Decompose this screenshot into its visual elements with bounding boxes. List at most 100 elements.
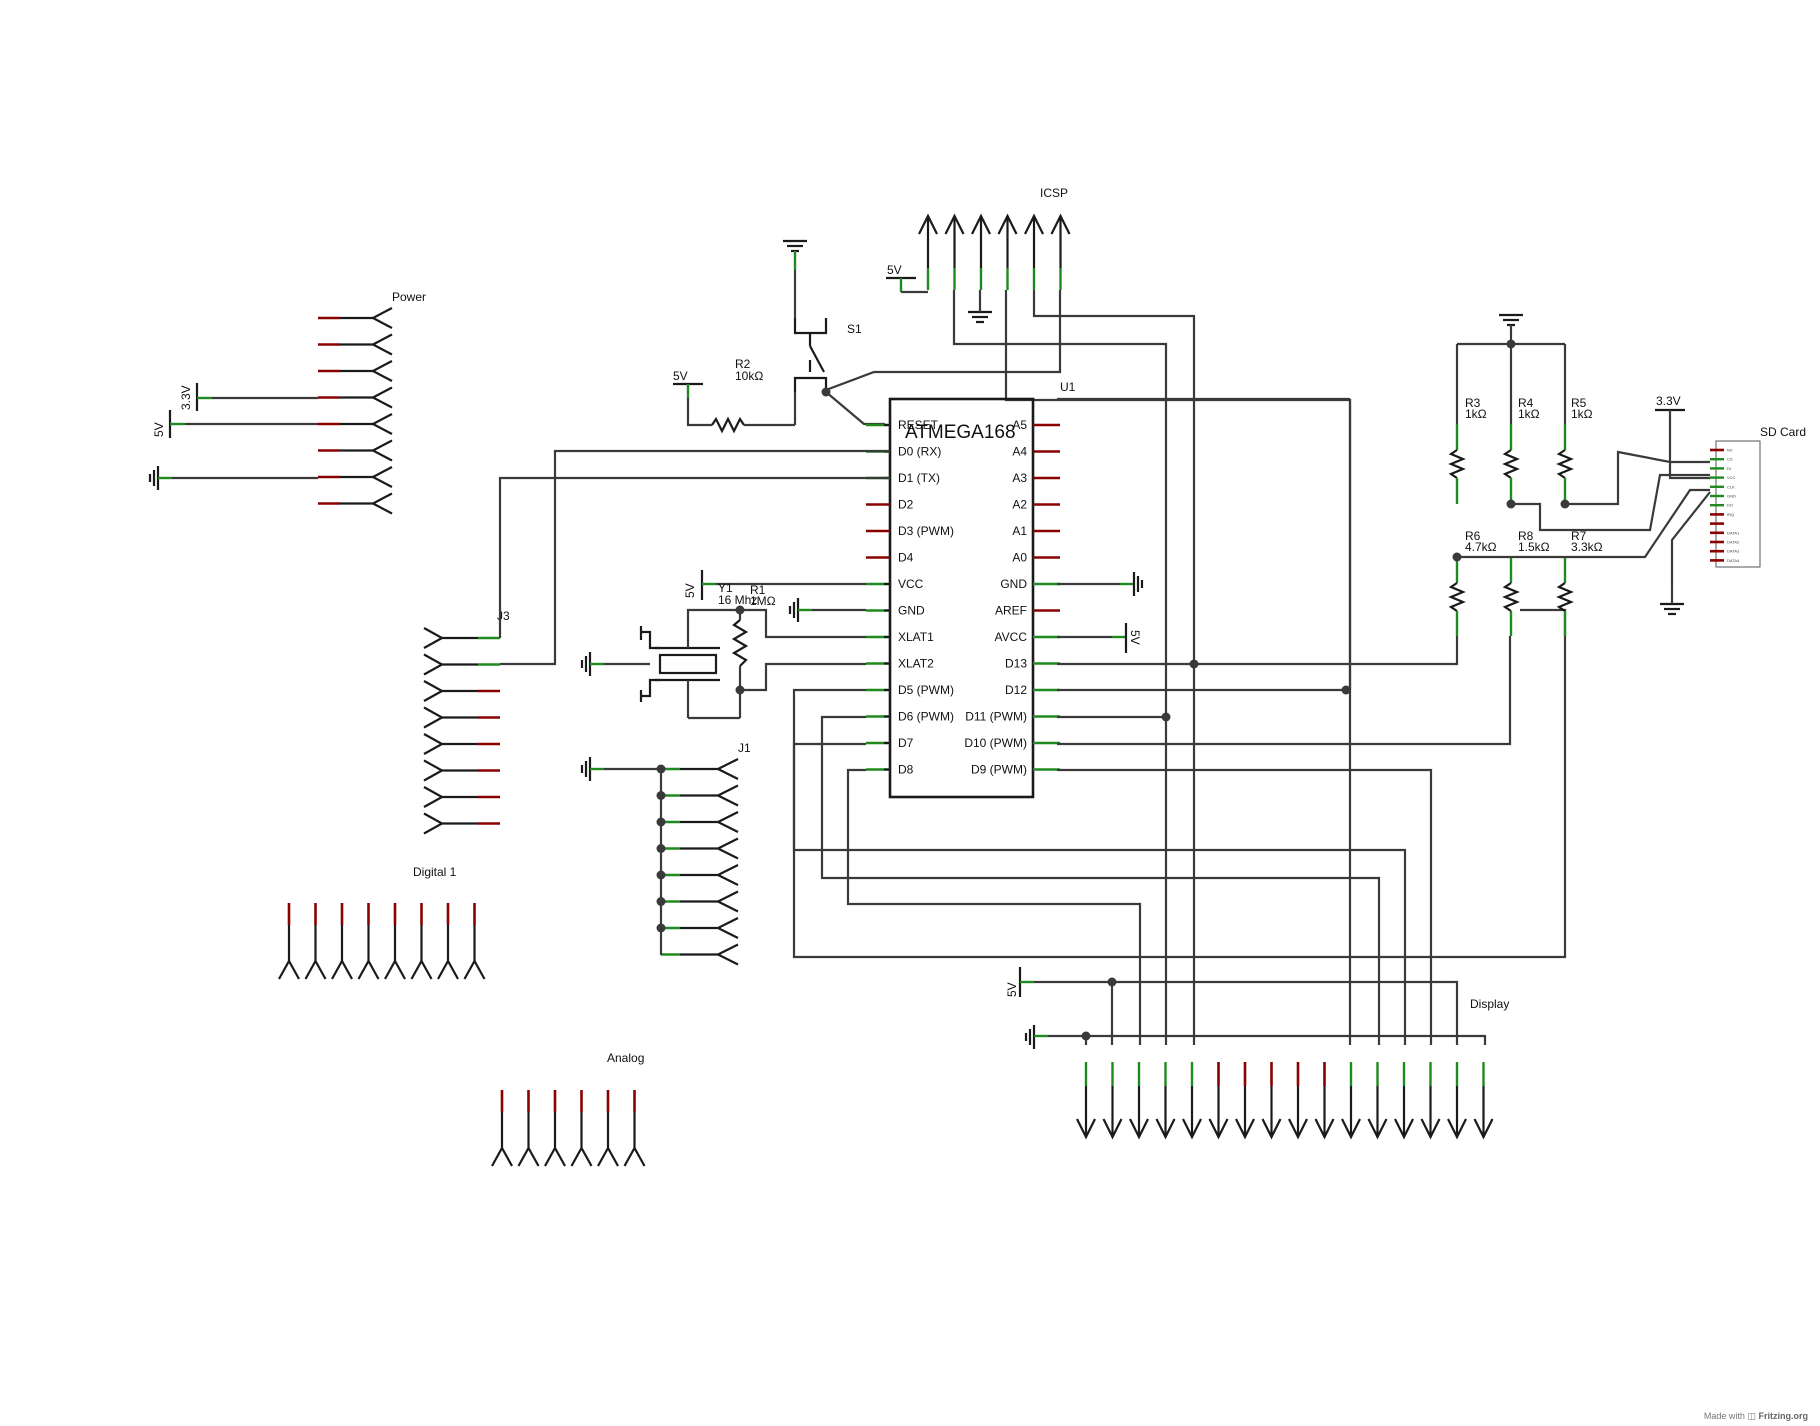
resistor-r2: R2 10kΩ 5V xyxy=(673,357,797,434)
icsp-pin xyxy=(918,213,938,290)
j1-pin xyxy=(656,758,739,780)
r6-value: 4.7kΩ xyxy=(1465,540,1497,554)
sd-pin: DI xyxy=(1710,466,1731,471)
sd-pin: DATA1 xyxy=(1710,530,1740,535)
icsp-pin xyxy=(1024,213,1044,290)
sd-pin: DATA4 xyxy=(1710,558,1740,563)
ground-icon xyxy=(968,310,992,324)
sd-pin-label: DATA1 xyxy=(1727,530,1740,535)
display-pin xyxy=(1314,1062,1335,1140)
fritzing-brand[interactable]: Fritzing.org xyxy=(1758,1411,1809,1421)
chip-pin-label: D7 xyxy=(898,736,914,750)
analog-pins xyxy=(491,1090,646,1167)
r5-value: 1kΩ xyxy=(1571,407,1593,421)
r7-value: 3.3kΩ xyxy=(1571,540,1603,554)
supply-5v-label: 5V xyxy=(152,422,166,437)
power-label: Power xyxy=(392,290,426,304)
r2-label: R2 xyxy=(735,357,751,371)
chip-pin-right: D9 (PWM) xyxy=(971,763,1060,777)
sd-pin-label: CLK xyxy=(1727,484,1735,489)
power-pin xyxy=(318,466,393,488)
j1-pin xyxy=(656,864,739,886)
chip-pin-label: D1 (TX) xyxy=(898,471,940,485)
display-pin xyxy=(1394,1062,1414,1140)
chip-pin-right: A2 xyxy=(1012,498,1060,512)
resistor-body xyxy=(1556,557,1574,636)
power-header: Power 3.3V 5V xyxy=(148,290,426,515)
chip-pin-right: D11 (PWM) xyxy=(965,710,1060,724)
chip-pin-left: XLAT1 xyxy=(866,630,934,644)
reset-switch-s1: S1 xyxy=(783,239,885,426)
power-pin xyxy=(318,439,393,462)
chip-pin-label: D4 xyxy=(898,551,914,565)
r8-value: 1.5kΩ xyxy=(1518,540,1550,554)
display-label: Display xyxy=(1470,997,1509,1011)
vcc-5v-label: 5V xyxy=(683,583,697,598)
chip-pin-left: D4 xyxy=(866,551,914,565)
analog-pin xyxy=(597,1090,619,1167)
sd-pin: VCC xyxy=(1710,475,1736,480)
chip-pin-label: A4 xyxy=(1012,445,1027,459)
chip-pin-label: A2 xyxy=(1012,498,1027,512)
digital1-pins xyxy=(278,903,486,980)
r2-5v-label: 5V xyxy=(673,369,688,383)
r6-label: R6 xyxy=(1465,529,1481,543)
sd-pin: DATA3 xyxy=(1710,549,1740,554)
header-analog: Analog xyxy=(491,1051,646,1167)
avcc-5v-label: 5V xyxy=(1128,630,1142,645)
chip-pin-right: A5 xyxy=(1012,418,1060,432)
chip-pin-right: A3 xyxy=(1012,471,1060,485)
chip-pin-label: A3 xyxy=(1012,471,1027,485)
header-digital1: Digital 1 xyxy=(278,865,486,980)
sd-pin-label: NC xyxy=(1727,448,1733,453)
icsp-pin xyxy=(1050,213,1071,290)
chip-pin-right: AREF xyxy=(995,604,1060,618)
chip-pin-left: VCC xyxy=(866,577,924,591)
ground-icon xyxy=(1660,602,1684,616)
chip-pin-label: D8 xyxy=(898,763,914,777)
digital1-pin xyxy=(278,903,300,980)
chip-pin-label: D13 xyxy=(1005,657,1027,671)
resistor-body xyxy=(1556,424,1574,504)
power-pin xyxy=(318,413,393,435)
ground-icon xyxy=(1499,313,1523,327)
chip-pin-label: D0 (RX) xyxy=(898,445,941,459)
chip-pin-label: GND xyxy=(1000,577,1027,591)
j3-pins xyxy=(423,627,500,835)
j3-pin xyxy=(423,706,500,729)
sd-pin-label: IRQ xyxy=(1727,512,1734,517)
chip-pin-right: AVCC xyxy=(995,630,1060,644)
digital1-pin xyxy=(410,903,433,980)
chip-pin-right: D12 xyxy=(1005,683,1060,697)
icsp-label: ICSP xyxy=(1040,186,1068,200)
r3-value: 1kΩ xyxy=(1465,407,1487,421)
footer: Made with ◫ Fritzing.org xyxy=(1704,1411,1808,1422)
j1-pin xyxy=(661,943,739,966)
chip-pin-left: GND xyxy=(866,604,925,618)
made-with-label: Made with xyxy=(1703,1411,1745,1421)
analog-pin xyxy=(544,1090,566,1167)
j1-pin xyxy=(656,837,739,860)
resistor-body xyxy=(1448,424,1466,504)
r4-value: 1kΩ xyxy=(1518,407,1540,421)
supply-3v3-label: 3.3V xyxy=(179,385,193,410)
ground-icon xyxy=(1132,572,1144,596)
fritzing-logo-icon: ◫ xyxy=(1747,1411,1756,1421)
j3-pin xyxy=(423,786,500,808)
j1-label: J1 xyxy=(738,741,751,755)
chip-pin-right: D10 (PWM) xyxy=(964,736,1060,750)
icsp-pin xyxy=(944,213,965,290)
j1-pin xyxy=(656,811,739,833)
sd-pin-label: DATA2 xyxy=(1727,540,1740,545)
display-pin xyxy=(1341,1062,1361,1140)
chip-pin-right: GND xyxy=(1000,577,1060,591)
sd-pin-label: DATA3 xyxy=(1727,549,1740,554)
resistor-bodies xyxy=(1448,424,1574,636)
y1-label: Y1 xyxy=(718,581,733,595)
digital1-pin xyxy=(357,903,380,980)
j1-pins xyxy=(656,758,739,966)
digital1-pin xyxy=(437,903,459,980)
ground-icon xyxy=(783,239,807,253)
sd-pin: DATA2 xyxy=(1710,540,1740,545)
